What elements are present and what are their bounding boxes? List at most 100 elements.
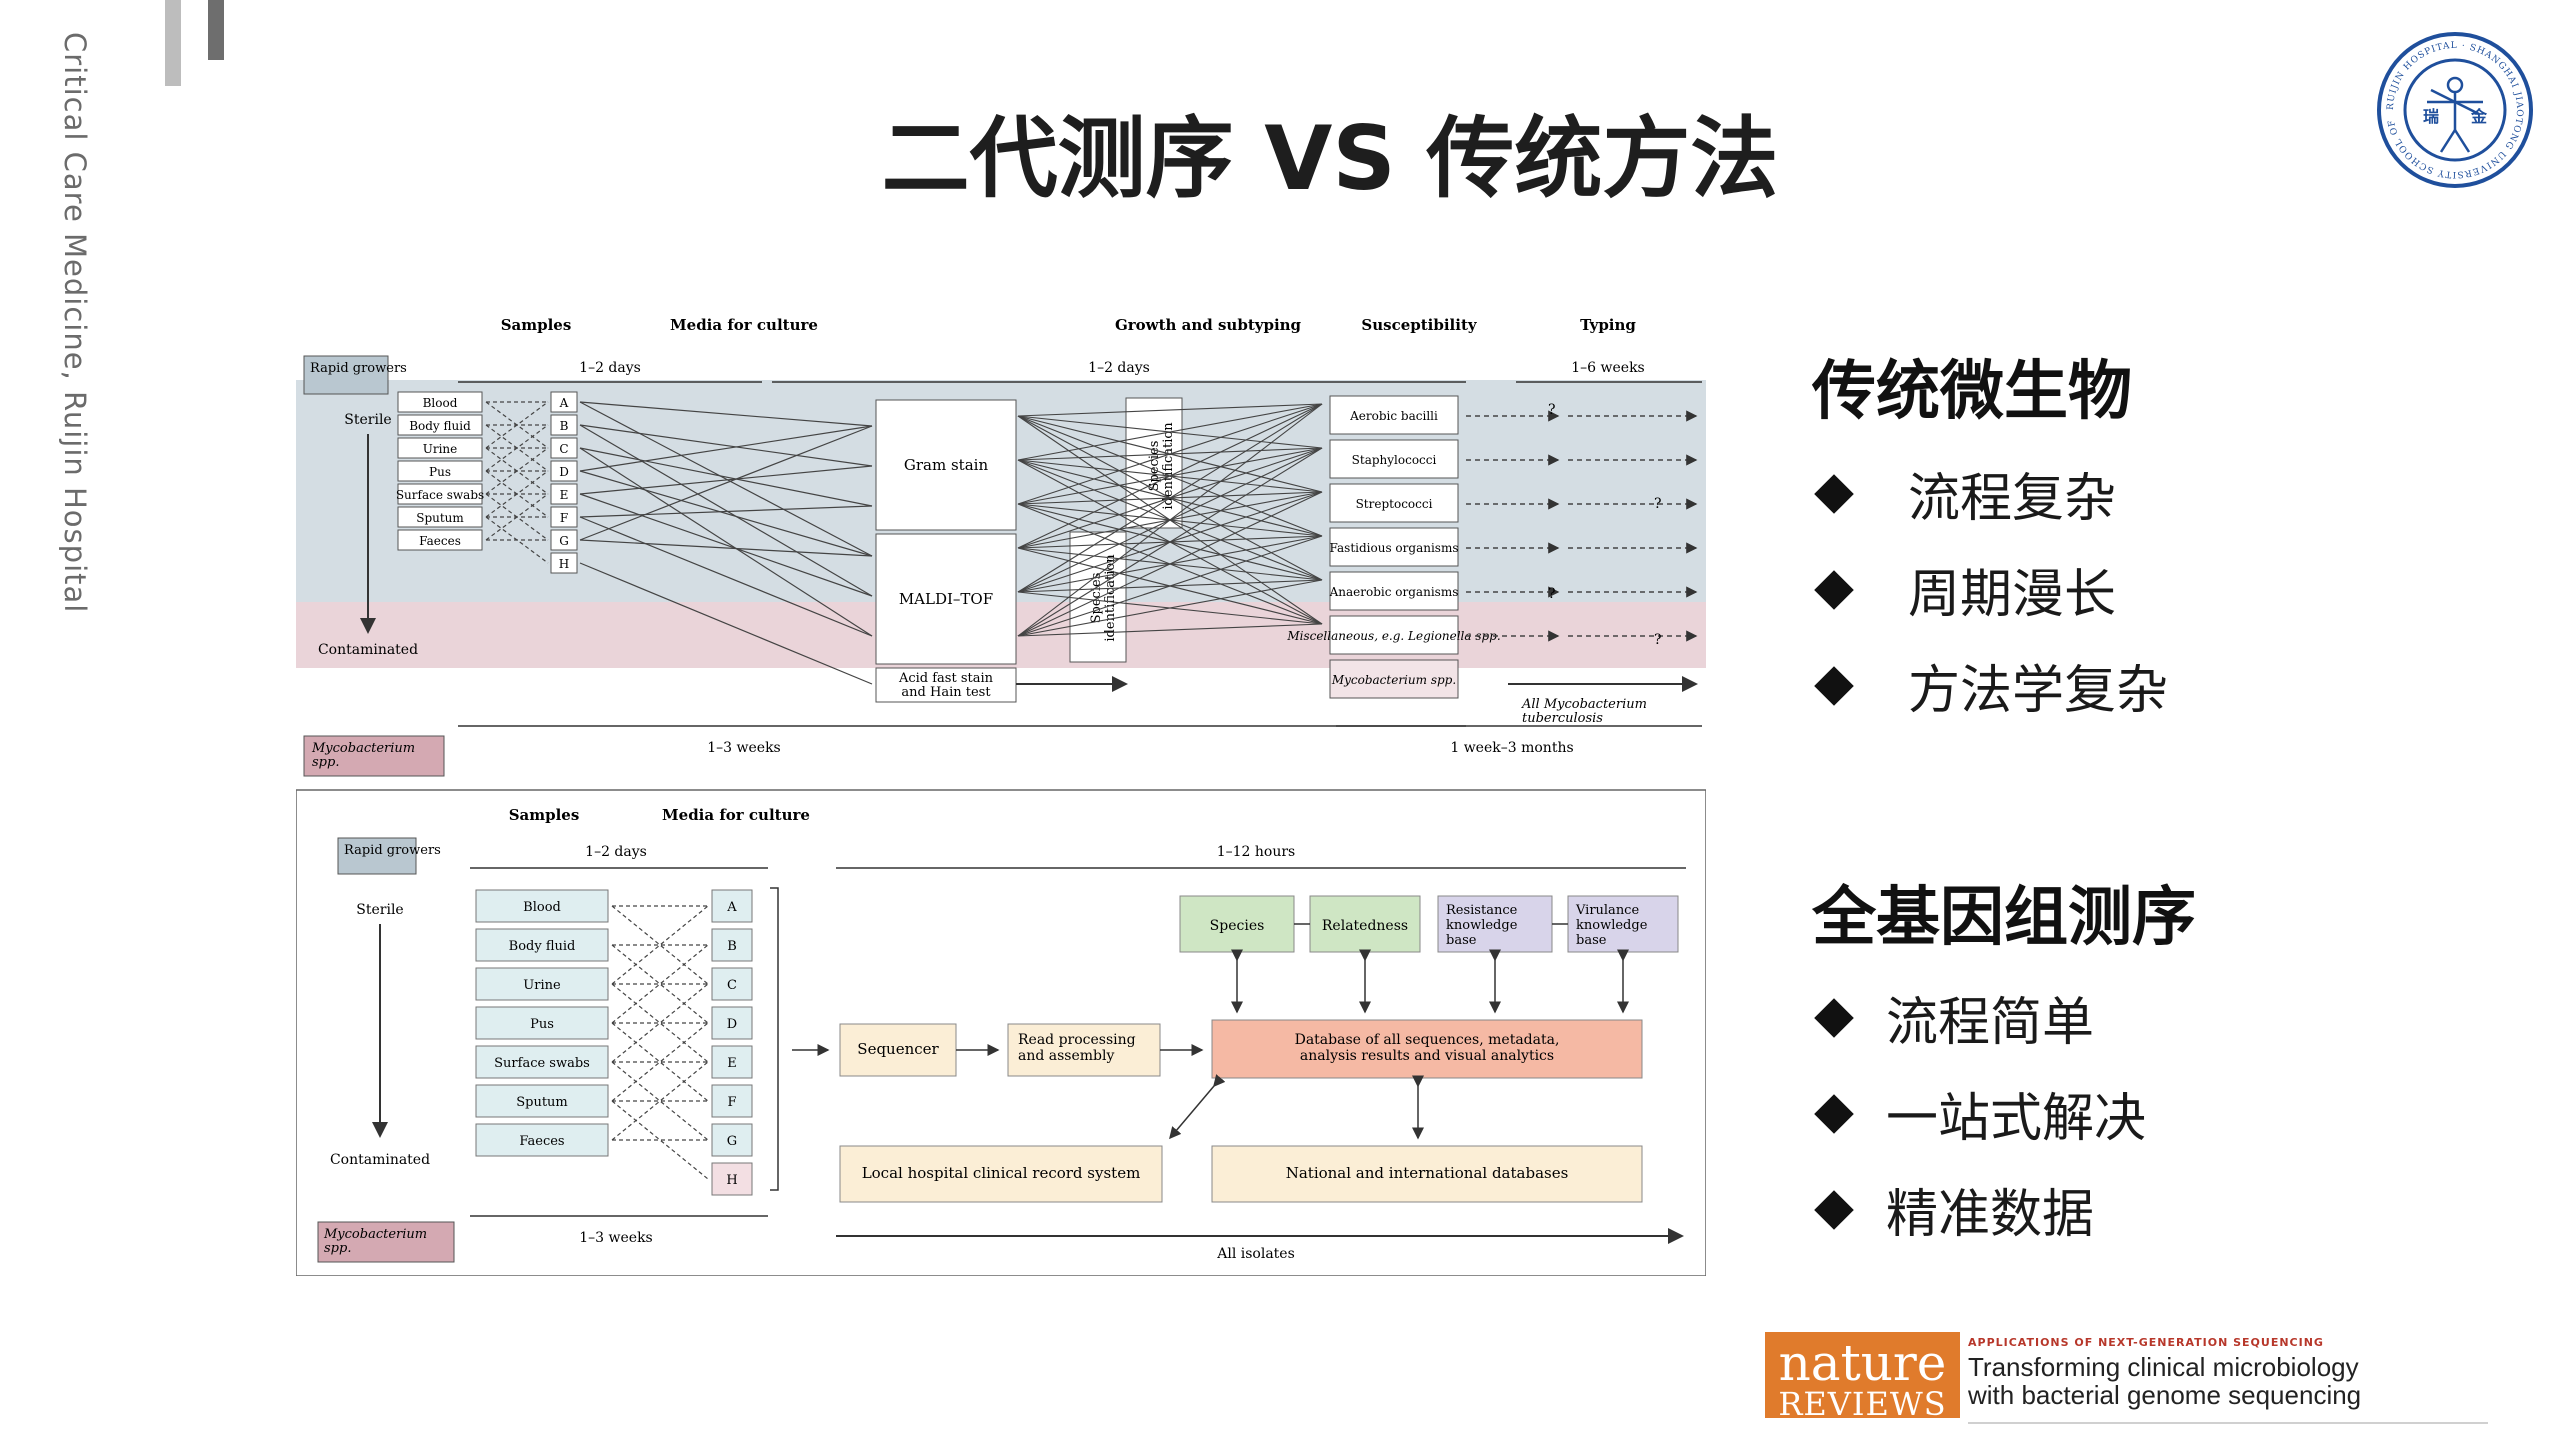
top-media-arrow (579, 465, 873, 495)
bottom-sample-box (475, 928, 609, 962)
traditional-item-2: 周期漫长 (1812, 552, 2116, 627)
top-growth-arrow (1017, 403, 1323, 637)
citation-series: APPLICATIONS OF NEXT-GENERATION SEQUENCI… (1968, 1336, 2324, 1349)
slide-title: 二代测序 VS 传统方法 (881, 107, 1779, 210)
q-mark-3: ? (1548, 586, 1556, 602)
workflow-figure: Samples Media for culture Growth and sub… (296, 316, 1706, 1276)
traditional-item-1: 流程复杂 (1812, 456, 2116, 531)
top-header-samples: Samples (501, 316, 572, 334)
top-sample-box (397, 391, 483, 413)
bottom-duration-3: 1–3 weeks (579, 1230, 653, 1246)
top-media-box (550, 483, 578, 505)
top-media-arrow (579, 401, 873, 557)
decor-bar-dark (208, 0, 224, 60)
seal-right-char: 金 (2470, 107, 2488, 126)
top-media-arrow (579, 425, 873, 472)
organism-label: Fastidious organisms (1330, 541, 1459, 555)
kb-relatedness: Relatedness (1322, 918, 1408, 934)
top-duration-3: 1–6 weeks (1571, 360, 1645, 376)
bottom-rapid-label: Rapid growers (344, 843, 441, 858)
top-duration-1: 1–2 days (579, 360, 641, 376)
nature-reviews-logo: nature REVIEWS (1765, 1332, 1960, 1420)
organism-box (1329, 659, 1459, 699)
bottom-sample-box (475, 1045, 609, 1079)
top-media-arrow (579, 425, 873, 541)
top-sample-label: Faeces (419, 534, 461, 548)
bullet-diamond-icon (1814, 473, 1854, 514)
citation-title-1: Transforming clinical microbiology (1968, 1352, 2359, 1382)
bullet-diamond-icon (1814, 1093, 1854, 1134)
organism-box (1329, 395, 1459, 435)
traditional-title: 传统微生物 (1812, 355, 2132, 429)
bottom-sample-label: Urine (523, 978, 561, 993)
top-media-arrow (579, 447, 873, 507)
bottom-media-label: G (727, 1134, 737, 1149)
organism-box (1329, 571, 1459, 611)
top-media-box (550, 391, 578, 413)
bottom-header-samples: Samples (509, 806, 580, 824)
bottom-media-label: B (727, 939, 737, 954)
organism-label: Staphylococci (1352, 453, 1437, 467)
bottom-duration-2: 1–12 hours (1217, 844, 1296, 860)
top-growth-arrow (1017, 491, 1323, 637)
bottom-sterile: Sterile (356, 902, 403, 918)
method-maldi: MALDI–TOF (899, 590, 993, 608)
top-sample-box (397, 460, 483, 482)
top-contaminated: Contaminated (318, 642, 418, 658)
top-header-growth: Growth and subtyping (1115, 316, 1302, 334)
bottom-media-box (711, 928, 753, 962)
bullet-diamond-icon (1814, 1189, 1854, 1230)
top-media-arrow (579, 516, 873, 637)
top-sample-label: Blood (423, 396, 458, 410)
citation-title-2: with bacterial genome sequencing (1968, 1380, 2362, 1410)
top-duration-5: 1 week–3 months (1450, 740, 1573, 756)
top-media-arrow (579, 447, 873, 637)
q-mark-4: ? (1654, 632, 1662, 648)
top-sample-label: Sputum (416, 511, 464, 525)
organism-box (1329, 615, 1459, 655)
organism-box (1329, 483, 1459, 523)
wgs-item-1: 流程简单 (1812, 980, 2094, 1055)
bottom-sample-label: Surface swabs (494, 1056, 590, 1071)
bottom-duration-1: 1–2 days (585, 844, 647, 860)
q-mark-1: ? (1548, 402, 1556, 418)
bottom-header-media: Media for culture (662, 806, 810, 824)
organism-label: Aerobic bacilli (1349, 409, 1438, 423)
bottom-media-box (711, 1006, 753, 1040)
top-growth-arrow (1017, 403, 1323, 505)
top-growth-arrow (1017, 403, 1323, 417)
top-media-arrow (579, 539, 873, 557)
bottom-media-label: A (726, 900, 737, 915)
organism-label: Anaerobic organisms (1329, 585, 1459, 599)
top-sample-label: Surface swabs (396, 488, 484, 502)
top-media-box (550, 460, 578, 482)
top-media-box (550, 437, 578, 459)
bottom-sample-label: Sputum (516, 1095, 568, 1110)
top-sample-box (397, 529, 483, 551)
q-mark-2: ? (1654, 496, 1662, 512)
top-growth-arrow (1017, 579, 1323, 637)
top-growth-arrow (1017, 403, 1323, 593)
all-isolates-label: All isolates (1216, 1246, 1295, 1262)
bottom-media-box (711, 1162, 753, 1196)
bottom-media-box (711, 967, 753, 1001)
top-media-label: H (559, 557, 569, 571)
top-sample-arrow (485, 447, 549, 495)
top-media-label: F (560, 511, 568, 525)
top-sample-arrow (485, 493, 549, 541)
top-sample-box (397, 437, 483, 459)
top-media-label: E (560, 488, 569, 502)
top-sample-arrow (485, 424, 549, 472)
top-rapid-label: Rapid growers (310, 361, 407, 376)
top-header-susceptibility: Susceptibility (1361, 316, 1477, 334)
top-media-arrow (579, 493, 873, 597)
wgs-item-2: 一站式解决 (1812, 1076, 2146, 1151)
bullet-diamond-icon (1814, 665, 1854, 706)
top-header-media: Media for culture (670, 316, 818, 334)
bottom-sample-box (475, 1006, 609, 1040)
